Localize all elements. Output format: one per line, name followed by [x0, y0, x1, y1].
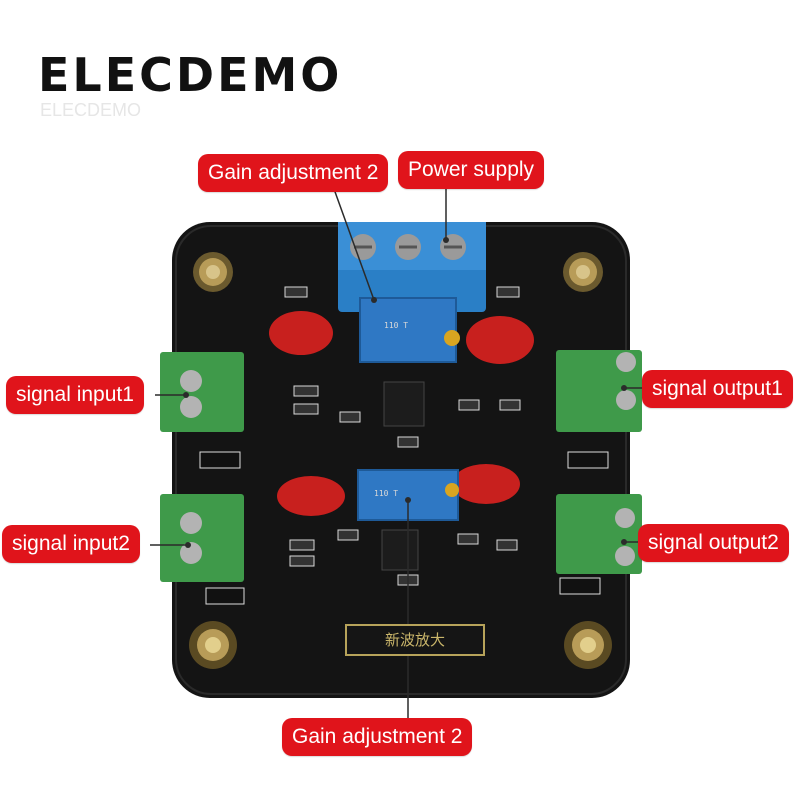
capacitor-red: [269, 311, 534, 516]
brand-logo: ELECDEMO: [38, 48, 343, 102]
gain-potentiometer-top: 110 T: [359, 297, 460, 363]
mounting-bolt-bottom-right: [564, 621, 612, 669]
ic-chip-u2: [381, 529, 419, 571]
signal-output2-terminal: [556, 494, 642, 574]
mounting-bolt-top-right: [563, 252, 603, 292]
mounting-bolt-bottom-left: [189, 621, 237, 669]
power-terminal-block: [338, 222, 486, 312]
callout-gain-adjustment-bottom: Gain adjustment 2: [282, 718, 473, 756]
callout-signal-output1: signal output1: [642, 370, 793, 408]
board-silkscreen-title: 新波放大: [345, 624, 485, 656]
callout-power-supply: Power supply: [398, 151, 545, 189]
signal-output1-terminal: [556, 350, 642, 432]
ic-chip-u1: [383, 381, 425, 427]
signal-input2-terminal: [160, 494, 244, 582]
callout-gain-adjustment-top: Gain adjustment 2: [198, 154, 389, 192]
callout-signal-output2: signal output2: [638, 524, 789, 562]
callout-signal-input1: signal input1: [6, 376, 144, 414]
pot-bottom-label: 110 T: [374, 489, 398, 498]
mounting-bolt-top-left: [193, 252, 233, 292]
callout-signal-input2: signal input2: [2, 525, 140, 563]
pot-top-label: 110 T: [384, 321, 408, 330]
signal-input1-terminal: [160, 352, 244, 432]
